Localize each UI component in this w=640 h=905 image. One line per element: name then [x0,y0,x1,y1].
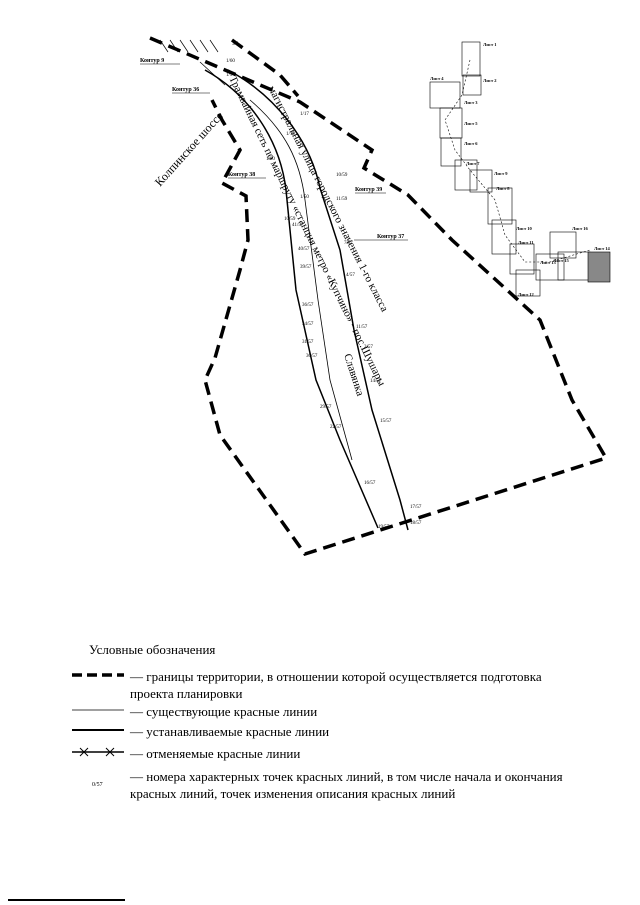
svg-text:11/59: 11/59 [336,197,348,202]
legend-item-existing-red-line: — существующие красные линии [70,703,570,721]
sheet-label: Лист 13 [540,260,557,265]
svg-text:40/57: 40/57 [298,247,310,252]
svg-text:41/57: 41/57 [292,223,304,228]
svg-text:30/57: 30/57 [306,354,318,359]
svg-text:36/57: 36/57 [302,303,314,308]
sheet-label: Лист 6 [464,141,478,146]
cancelled-line-hatch [159,39,226,86]
svg-text:3/5: 3/5 [232,42,239,47]
svg-text:1/80: 1/80 [266,157,275,162]
svg-text:15/57: 15/57 [380,419,392,424]
svg-text:31/57: 31/57 [302,340,314,345]
svg-text:16/57: 16/57 [364,481,376,486]
svg-text:39/57: 39/57 [300,265,312,270]
red-line-east [227,69,409,531]
contour-label: Контур 9 [140,58,164,64]
sheet-label: Лист 1 [483,42,497,47]
territory-boundary [149,36,609,557]
svg-text:2/57: 2/57 [364,345,373,350]
svg-text:1/19: 1/19 [286,132,295,137]
contour-label: Контур 36 [172,87,199,93]
contour-label: Контур 39 [355,187,382,193]
legend-text: — номера характерных точек красных линий… [130,769,563,801]
sheet-label: Лист 12 [518,292,535,297]
svg-text:29/57: 29/57 [320,405,332,410]
svg-text:19/57: 19/57 [378,525,390,530]
svg-text:17/57: 17/57 [410,505,422,510]
legend-item-point-number: 0/57 — номера характерных точек красных … [70,768,570,802]
legend-title: Условные обозначения [89,642,216,657]
sheet-label: Лист 14 [594,246,611,251]
sheet-index-map [429,41,611,297]
dashed-line-symbol [72,673,124,677]
legend-text: — существующие красные линии [130,704,318,719]
sheet-label: Лист 3 [464,100,478,105]
legend-item-established-red-line: — устанавливаемые красные линии [70,723,570,741]
contour-label: Контур 38 [228,172,255,178]
svg-text:14/57: 14/57 [370,379,382,384]
svg-text:7/57: 7/57 [344,241,353,246]
sheet-label: Лист 8 [496,186,510,191]
sheet-label: Лист 16 [572,226,589,231]
road-label: Колпинское шоссе [152,109,226,189]
thin-line-symbol [72,709,124,711]
sheet-label: Лист 4 [430,76,444,81]
sheet-label: Лист 9 [494,171,508,176]
contour-label: Контур 37 [377,234,404,240]
legend-item-territory-boundary: — границы территории, в отношении которо… [70,668,570,702]
footnote-rule [8,899,125,901]
svg-text:18/57: 18/57 [410,521,422,526]
point-markers: 3/5 1/60 1/5 1/17 1/19 1/80 1/50 10/59 11/59 1… [226,42,422,530]
street-label: Славянка [341,352,366,397]
sheet-label: Лист 15 [553,258,570,263]
sheet-label: Лист 11 [518,240,534,245]
sheet-label: Лист 10 [516,226,533,231]
crossed-line-symbol [72,747,124,757]
svg-text:4/57: 4/57 [346,273,355,278]
sheet-label: Лист 5 [464,121,478,126]
sheet-label: Лист 7 [466,161,480,166]
sheet-label: Лист 2 [483,78,497,83]
red-line-inner [249,99,353,461]
legend-text: — устанавливаемые красные линии [130,724,330,739]
legend-item-cancelled-red-line: — отменяемые красные линии [70,745,570,763]
legend-text: — отменяемые красные линии [130,746,301,761]
svg-text:11/57: 11/57 [356,325,368,330]
point-number-sample: 0/57 [92,782,103,788]
svg-text:22/57: 22/57 [330,425,342,430]
svg-text:34/57: 34/57 [302,322,314,327]
svg-text:1/5: 1/5 [226,73,233,78]
svg-text:10/59: 10/59 [284,217,296,222]
legend-text: — границы территории, в отношении которо… [130,669,542,701]
red-line-west [204,69,379,529]
svg-text:1/17: 1/17 [300,112,309,117]
svg-text:10/59: 10/59 [336,173,348,178]
svg-text:1/50: 1/50 [300,195,309,200]
thick-line-symbol [72,729,124,731]
svg-text:1/60: 1/60 [226,59,235,64]
planning-map: 3/5 1/60 1/5 1/17 1/19 1/80 1/50 10/59 11/59 1… [140,36,611,557]
